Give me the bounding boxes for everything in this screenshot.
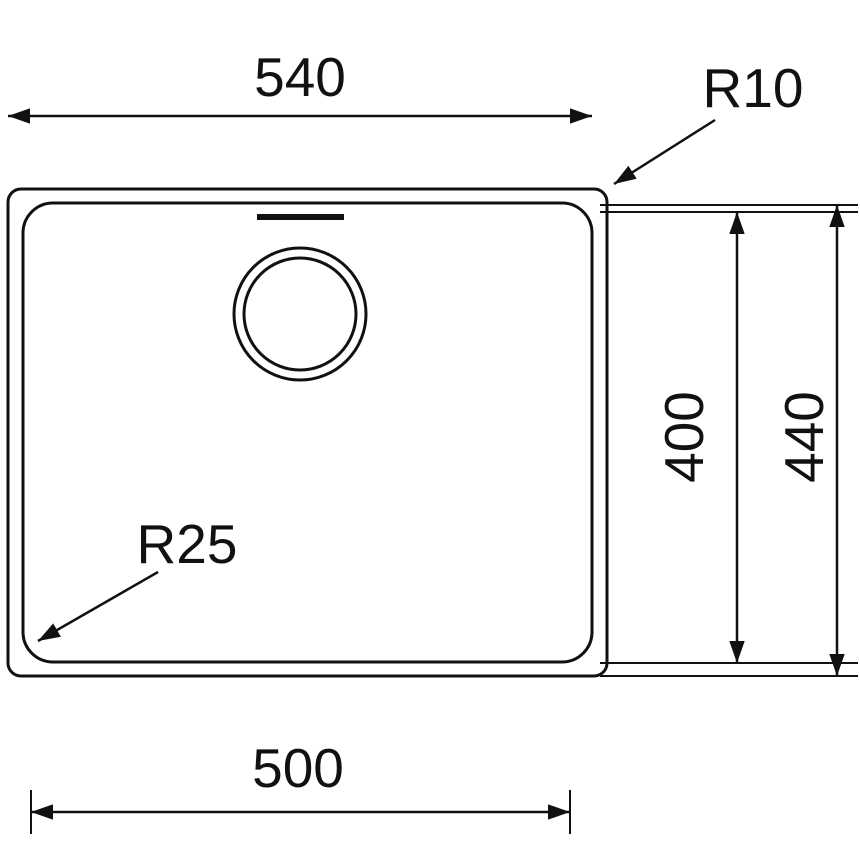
- dim-outer-depth-label: 440: [773, 391, 835, 483]
- dim-bowl-width-label: 500: [252, 737, 344, 799]
- sink-bowl-outline: [21, 201, 594, 664]
- sink-outer-outline: [6, 187, 609, 678]
- bowl-corner-radius-leader: [37, 570, 159, 643]
- outer-corner-radius-label: R10: [703, 57, 804, 119]
- bowl-corner-radius-label: R25: [137, 513, 238, 575]
- drain-hole-inner-circle: [242, 256, 358, 372]
- outer-corner-radius-leader: [613, 118, 716, 186]
- drain-hole-outer-circle: [232, 246, 368, 382]
- dim-outer-width-label: 540: [254, 46, 346, 108]
- dim-bowl-depth-label: 400: [653, 391, 715, 483]
